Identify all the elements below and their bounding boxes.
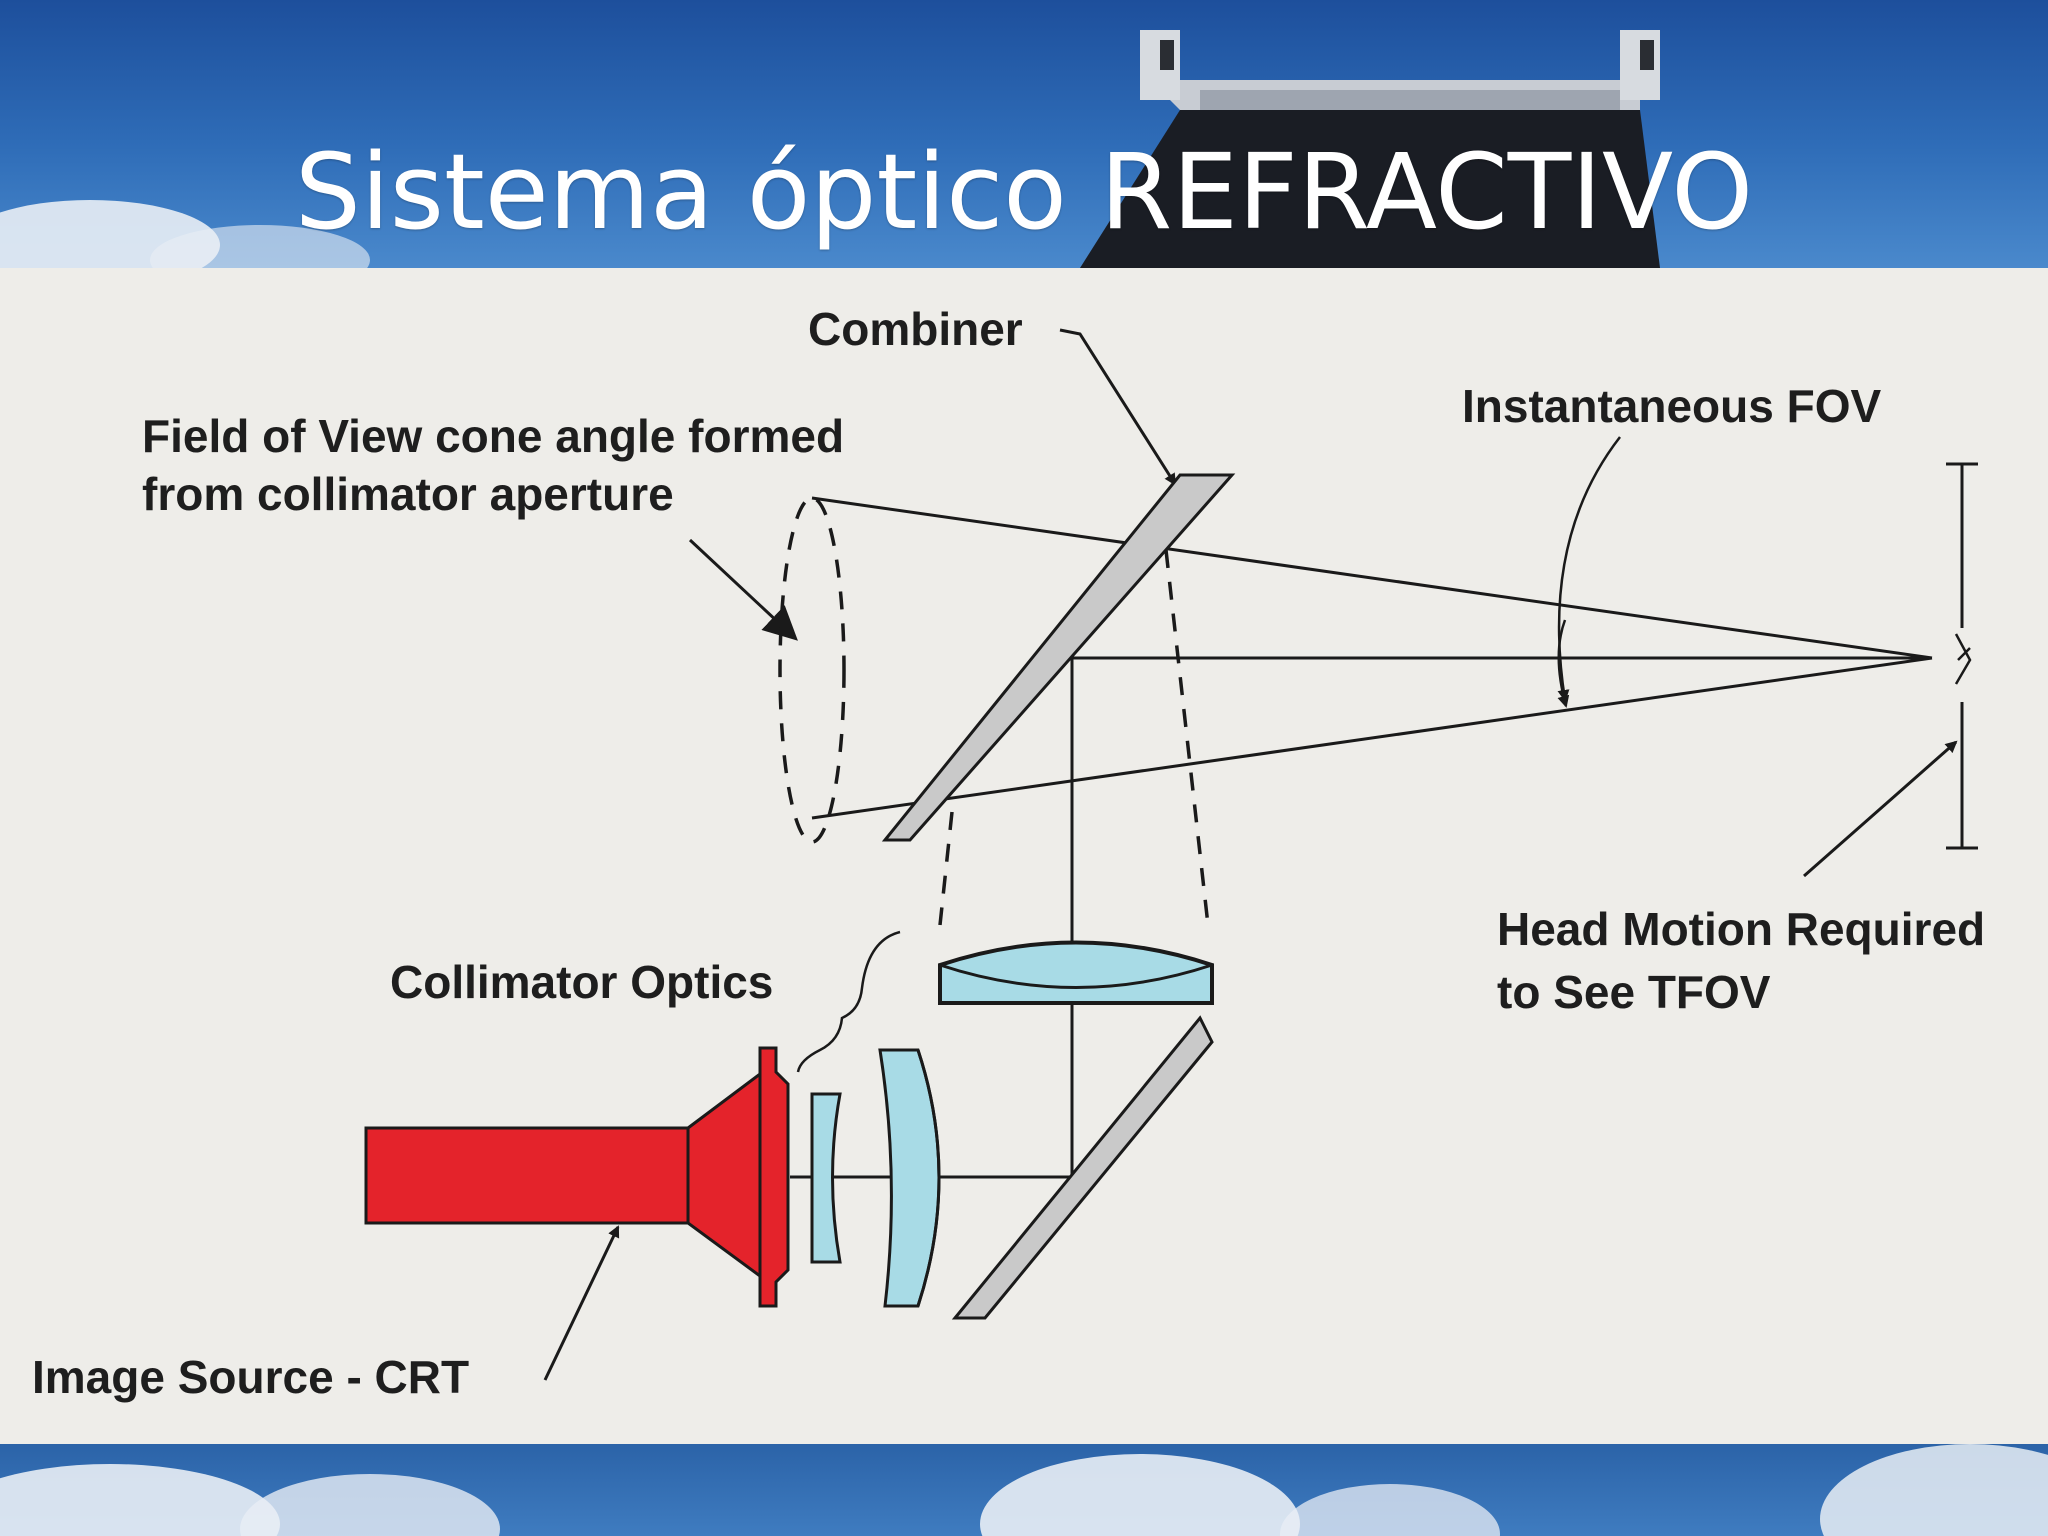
sky-footer-background (0, 1444, 2048, 1536)
collimator-lens (938, 940, 1214, 1005)
cloud (240, 1474, 500, 1536)
image-source-leader-arrow (543, 1225, 620, 1381)
crt-tube-flare (686, 1071, 762, 1279)
slide-title: Sistema óptico REFRACTIVO (294, 131, 1754, 253)
fold-mirror (951, 1015, 1214, 1320)
fov-cone-aperture (778, 496, 846, 844)
instantaneous-fov-label: Instantaneous FOV (1462, 380, 1881, 432)
instantaneous-fov-leader-arc (1557, 436, 1621, 702)
hud-device-image (1080, 30, 1660, 268)
fov-cone-leader-arrow (688, 538, 798, 641)
fov-ray-top (811, 496, 1933, 660)
cloud (1280, 1484, 1500, 1536)
cone-dash-right (1164, 549, 1210, 926)
crt-faceplate (758, 1046, 790, 1308)
image-source-label: Image Source - CRT (32, 1351, 469, 1403)
combiner-plate (881, 473, 1236, 842)
crt-tube-body (364, 1126, 690, 1225)
head-motion-label-line2: to See TFOV (1497, 966, 1771, 1018)
fov-cone-label-line2: from collimator aperture (142, 468, 674, 520)
eye-icon (1954, 633, 1972, 685)
relay-lens-1 (810, 1092, 842, 1264)
head-motion-leader-arrow (1803, 740, 1958, 878)
fov-ray-bottom (811, 656, 1933, 820)
cone-dash-left (938, 811, 954, 926)
cloud (0, 1464, 280, 1536)
combiner-leader-arrow (1059, 328, 1177, 486)
fov-cone-label-line1: Field of View cone angle formed (142, 410, 844, 462)
collimator-optics-brace (796, 930, 901, 1073)
head-motion-label-line1: Head Motion Required (1497, 903, 1985, 955)
relay-lens-3 (916, 1049, 941, 1307)
combiner-label: Combiner (808, 303, 1023, 355)
collimator-optics-label: Collimator Optics (390, 956, 773, 1008)
eye-gap (1952, 628, 1972, 702)
cloud (1820, 1444, 2048, 1536)
cloud (980, 1454, 1300, 1536)
collimator-lens-curve (939, 963, 1213, 989)
hud-optics-diagram: Combiner Field of View cone angle formed… (0, 268, 2048, 1444)
sky-header-background (0, 0, 2048, 268)
